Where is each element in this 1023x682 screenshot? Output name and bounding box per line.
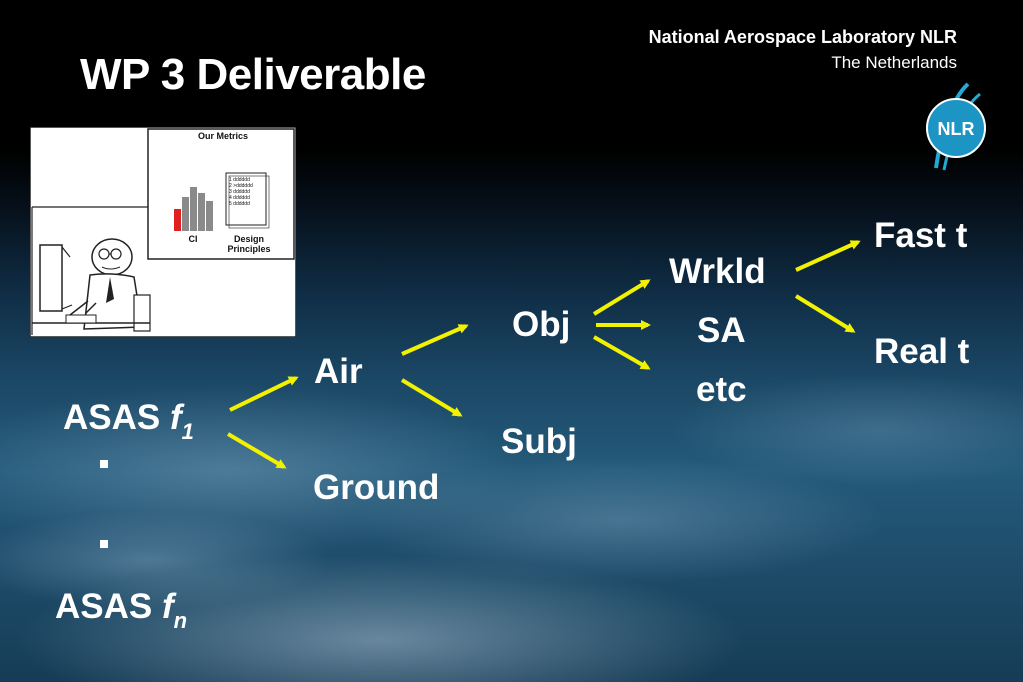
arrow-wrkld-real: [794, 294, 856, 333]
nlr-logo-icon: NLR: [926, 82, 986, 171]
arrow-asas-ground: [226, 432, 287, 469]
cartoon-list-item: 4 dddddd: [229, 195, 250, 201]
cartoon-chart-title: Our Metrics: [198, 131, 248, 141]
cartoon-bar: [182, 197, 189, 231]
cartoon-bar: [198, 193, 205, 231]
node-asas-f1: ASAS f1: [63, 398, 194, 444]
arrow-air-obj: [401, 324, 469, 356]
org-name: National Aerospace Laboratory NLR: [648, 27, 957, 47]
cartoon-bar: [190, 187, 197, 231]
cartoon-image: Our Metrics CI 1 dddddd 2 >dddddd 3 dddd…: [30, 127, 296, 337]
slide-title: WP 3 Deliverable: [80, 50, 426, 99]
org-country: The Netherlands: [831, 53, 957, 72]
cartoon-list-item: 5 dddddd: [229, 201, 250, 207]
cartoon-label-design: Design: [234, 234, 264, 244]
node-asas-fn: ASAS fn: [55, 587, 188, 633]
cartoon-label-principles: Principles: [227, 244, 270, 254]
arrow-obj-wrkld: [592, 279, 651, 316]
node-ground: Ground: [313, 468, 440, 507]
node-fast-t: Fast t: [874, 216, 968, 255]
node-wrkld: Wrkld: [669, 252, 766, 291]
cartoon-bar: [174, 209, 181, 231]
arrow-air-subj: [400, 378, 463, 417]
node-obj: Obj: [512, 305, 571, 344]
node-air: Air: [314, 352, 363, 391]
arrow-asas-air: [229, 376, 299, 412]
cartoon-list-item: 2 >dddddd: [229, 183, 253, 189]
ellipsis-dot: [100, 460, 108, 468]
cartoon-label-ci: CI: [189, 234, 198, 244]
node-sa: SA: [697, 311, 746, 350]
node-etc: etc: [696, 370, 747, 409]
cartoon-bar: [206, 201, 213, 231]
node-subj: Subj: [501, 422, 577, 461]
node-real-t: Real t: [874, 332, 970, 371]
ellipsis-dot: [100, 540, 108, 548]
arrow-obj-etc: [593, 335, 651, 370]
arrow-wrkld-fast: [795, 240, 861, 272]
cartoon-list-item: 1 dddddd: [229, 177, 250, 183]
cartoon-list-item: 3 dddddd: [229, 189, 250, 195]
logo-text: NLR: [938, 119, 975, 139]
